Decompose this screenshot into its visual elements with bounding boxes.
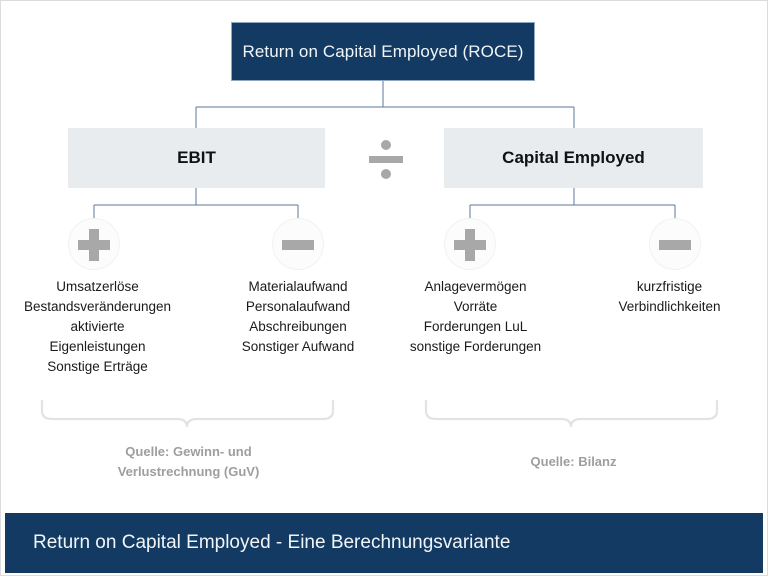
divide-dot-bottom	[381, 169, 391, 179]
leaf-list-capital-negative: kurzfristige Verbindlichkeiten	[579, 277, 760, 317]
leaf-list-ebit-positive: Umsatzerlöse Bestandsveränderungen aktiv…	[9, 277, 186, 377]
caption-bar: Return on Capital Employed - Eine Berech…	[5, 513, 763, 573]
plus-bar-vertical	[465, 229, 475, 261]
list-item: Forderungen LuL	[423, 319, 528, 334]
list-item: Materialaufwand	[248, 279, 348, 294]
minus-bar	[282, 240, 314, 250]
plus-bar-vertical	[89, 229, 99, 261]
source-label-line: Quelle: Gewinn- und	[125, 444, 252, 459]
list-item: sonstige Forderungen	[409, 339, 542, 354]
divide-bar	[369, 156, 403, 163]
source-label-bilanz: Quelle: Bilanz	[456, 452, 691, 472]
list-item: Verbindlichkeiten	[618, 299, 721, 314]
list-item: Bestandsveränderungen	[23, 299, 172, 314]
list-item: Sonstige Erträge	[47, 359, 148, 374]
brace-bilanz	[424, 399, 719, 428]
plus-icon-capital-positive	[444, 218, 496, 270]
divide-dot-top	[381, 140, 391, 150]
source-label-guv: Quelle: Gewinn- und Verlustrechnung (GuV…	[71, 442, 306, 482]
node-capital-employed-label: Capital Employed	[502, 148, 645, 167]
list-item: Sonstiger Aufwand	[241, 339, 355, 354]
list-item: Personalaufwand	[245, 299, 351, 314]
leaf-list-ebit-negative: Materialaufwand Personalaufwand Abschrei…	[207, 277, 389, 357]
leaf-list-capital-positive: Anlagevermögen Vorräte Forderungen LuL s…	[389, 277, 562, 357]
minus-bar	[659, 240, 691, 250]
list-item: Vorräte	[453, 299, 498, 314]
list-item: kurzfristige	[636, 279, 703, 294]
list-item: Umsatzerlöse	[56, 279, 139, 294]
list-item: Abschreibungen	[249, 319, 347, 334]
node-ebit: EBIT	[68, 128, 325, 188]
root-node-label: Return on Capital Employed (ROCE)	[242, 41, 524, 61]
list-item: Anlagevermögen	[424, 279, 527, 294]
minus-icon-ebit-negative	[272, 218, 324, 270]
divide-icon	[367, 139, 405, 179]
brace-guv	[40, 399, 335, 428]
plus-icon-ebit-positive	[68, 218, 120, 270]
caption-text: Return on Capital Employed - Eine Berech…	[33, 532, 511, 553]
source-label-line: Verlustrechnung (GuV)	[117, 464, 260, 479]
source-label-line: Quelle: Bilanz	[530, 454, 617, 469]
list-item: aktivierte	[70, 319, 125, 334]
minus-icon-capital-negative	[649, 218, 701, 270]
node-ebit-label: EBIT	[177, 148, 216, 167]
root-node-roce: Return on Capital Employed (ROCE)	[231, 22, 535, 81]
node-capital-employed: Capital Employed	[444, 128, 703, 188]
list-item: Eigenleistungen	[49, 339, 146, 354]
